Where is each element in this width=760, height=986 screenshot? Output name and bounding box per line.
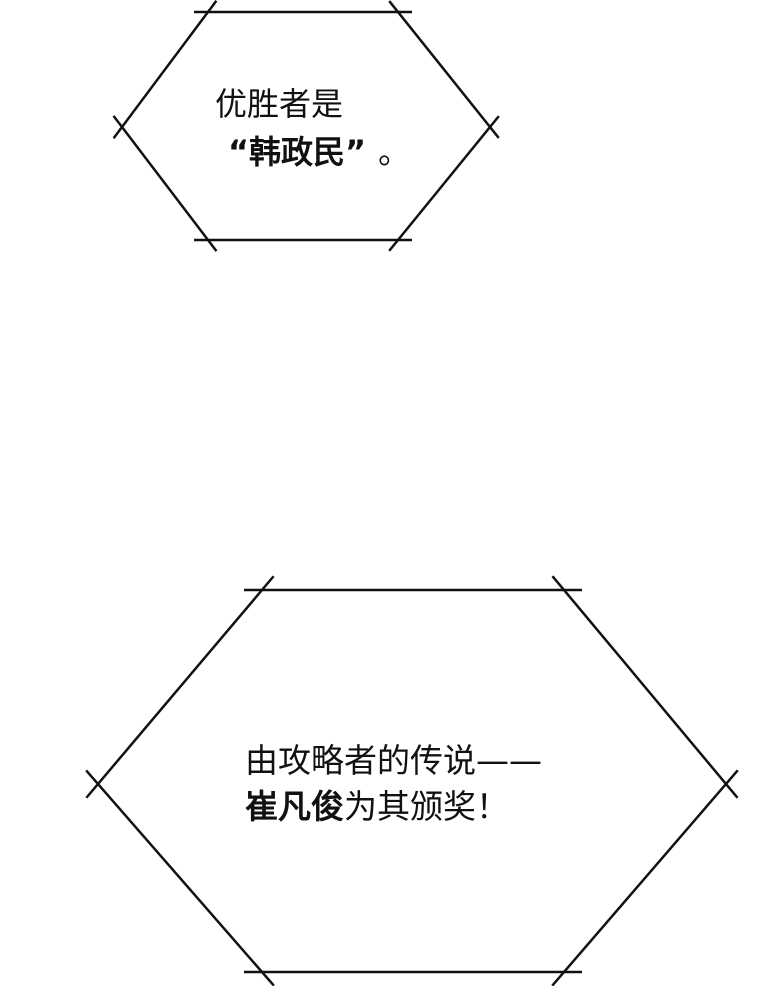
- bubble-edge: [551, 575, 739, 799]
- bubble2-rest: 为其颁奖！: [344, 787, 509, 826]
- bubble-edge: [112, 115, 218, 252]
- bubble1-period: 。: [378, 133, 411, 171]
- hexagon-bubble-2: [85, 575, 739, 986]
- bubble-edge: [85, 575, 275, 799]
- bubble1-line1: 优胜者是: [215, 85, 344, 123]
- bubble2-name: 崔凡俊: [245, 787, 344, 826]
- bubble-edge: [388, 115, 500, 252]
- bubble2-line2: 崔凡俊为其颁奖！: [245, 790, 509, 823]
- bubble-edge: [112, 0, 218, 139]
- bubble-edge: [85, 769, 275, 986]
- bubble-edge: [388, 0, 500, 139]
- hexagon-bubble-1: [112, 0, 500, 252]
- bubble1-name: “韩政民”: [228, 133, 367, 171]
- bubble1-line2: “韩政民” 。: [228, 136, 410, 168]
- bubble-edge: [551, 769, 739, 986]
- bubble2-line1: 由攻略者的传说——: [245, 741, 542, 780]
